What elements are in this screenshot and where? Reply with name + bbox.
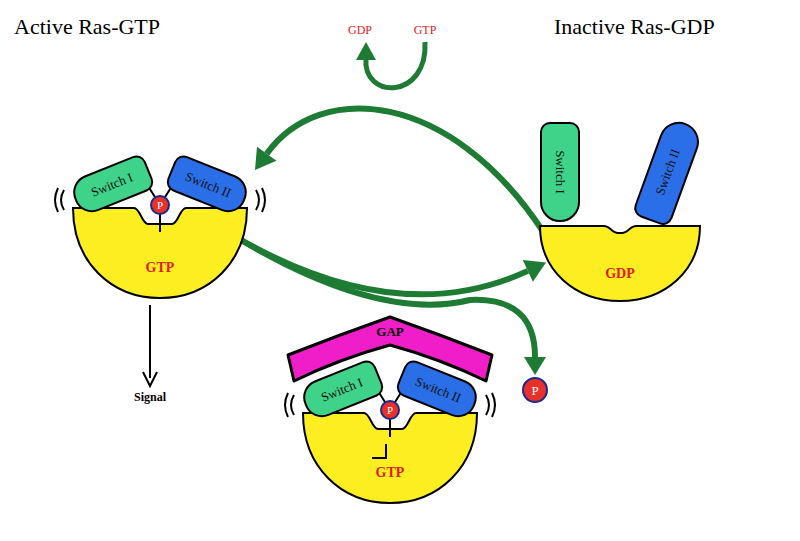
phosphate-circle: P [380, 400, 400, 420]
gap-label: GAP [376, 324, 403, 340]
switch-label: Switch I [319, 374, 366, 405]
state-title: Active Ras-GTP [14, 14, 160, 40]
wobble-mark [256, 188, 265, 212]
signal-arrowhead [143, 372, 157, 386]
nucleotide-label: GDP [348, 23, 372, 38]
switch-label: Switch II [413, 374, 464, 407]
ras-body-shape [303, 413, 477, 503]
gap-shape [288, 317, 492, 381]
signal-arrow [149, 305, 151, 378]
wobble-mark [285, 393, 294, 417]
ras-body-shape [540, 226, 700, 301]
nucleotide-label: GTP [376, 465, 405, 481]
gap-protein: GAP [288, 315, 492, 385]
phosphate-label: P [157, 200, 163, 211]
phosphate-circle: P [522, 377, 548, 403]
nucleotide-label: GTP [146, 260, 175, 276]
exchange-arrow [366, 42, 425, 88]
arrow-line [241, 240, 528, 294]
nucleotide-label: GDP [605, 266, 635, 282]
switch-label: Switch II [652, 147, 683, 198]
phosphate-circle: P [150, 195, 170, 215]
arrowhead [255, 147, 276, 170]
signal-label: Signal [134, 390, 166, 405]
switch-two-region: Switch II [631, 116, 704, 227]
nucleotide-label: GTP [414, 23, 437, 38]
phosphate-label: P [387, 405, 393, 416]
ras-protein-body: GDP [540, 218, 700, 303]
wobble-mark [55, 188, 64, 212]
state-title: Inactive Ras-GDP [554, 14, 715, 40]
switch-label: Switch I [552, 150, 568, 194]
switch-label: Switch I [89, 169, 136, 200]
phosphate-label: P [531, 384, 538, 397]
transition-arrow [255, 109, 543, 232]
switch-one-region: Switch I [540, 122, 580, 222]
ras-body-shape [73, 208, 247, 298]
switch-label: Switch II [183, 169, 234, 202]
exchange-arrowhead [356, 42, 376, 60]
ras-body-outline [540, 218, 700, 303]
arrow-line [267, 109, 543, 232]
arrowhead [523, 260, 546, 282]
wobble-mark [486, 393, 495, 417]
arrowhead [524, 357, 546, 375]
